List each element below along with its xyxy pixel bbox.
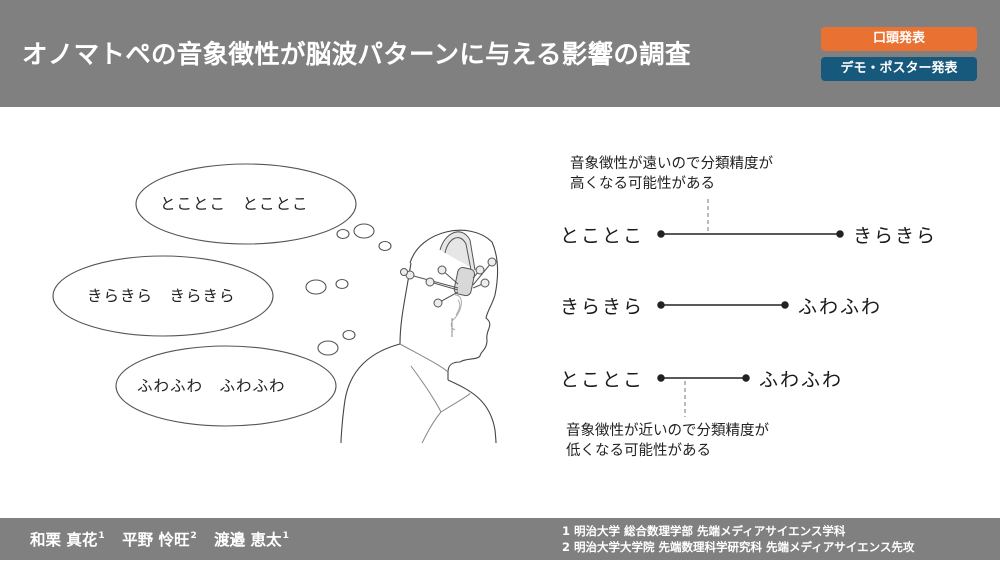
bubble-text-kirakira: きらきら きらきら	[87, 287, 236, 305]
author-affil: 2	[190, 531, 197, 541]
note-near-line1: 音象徴性が近いので分類精度が	[566, 423, 769, 439]
note-far-line1: 音象徴性が遠いので分類精度が	[570, 156, 773, 172]
note-near-symbolism: 音象徴性が近いので分類精度が 低くなる可能性がある	[566, 421, 769, 461]
author-affil: 1	[282, 531, 289, 541]
pair2-right-label: ふわふわ	[798, 296, 883, 318]
affiliation-1: 1 明治大学 総合数理学部 先端メディアサイエンス学科	[562, 524, 846, 538]
page-title: オノマトペの音象徴性が脳波パターンに与える影響の調査	[22, 40, 691, 70]
header-bar: オノマトペの音象徴性が脳波パターンに与える影響の調査 口頭発表 デモ・ポスター発…	[0, 0, 1000, 107]
bubble-text-tokotoko: とことこ とことこ	[160, 195, 309, 213]
person-eeg-illustration	[52, 163, 499, 444]
pair2-left-label: きらきら	[560, 296, 645, 318]
thought-bubble-3	[115, 345, 337, 427]
note-far-symbolism: 音象徴性が遠いので分類精度が 高くなる可能性がある	[570, 154, 773, 194]
distance-diagram	[657, 199, 844, 417]
demo-poster-badge: デモ・ポスター発表	[821, 57, 977, 81]
pair1-left-label: とことこ	[560, 225, 645, 247]
note-far-line2: 高くなる可能性がある	[570, 176, 715, 192]
author-list: 和栗 真花1 平野 怜旺2 渡邉 恵太1	[30, 528, 289, 550]
affiliation-2: 2 明治大学大学院 先端数理科学研究科 先端メディアサイエンス先攻	[562, 540, 915, 554]
footer-bar: 和栗 真花1 平野 怜旺2 渡邉 恵太1 1 明治大学 総合数理学部 先端メディ…	[0, 518, 1000, 560]
thought-bubble-1	[135, 163, 357, 245]
author-affil: 1	[98, 531, 105, 541]
affiliation-list: 1 明治大学 総合数理学部 先端メディアサイエンス学科 2 明治大学大学院 先端…	[562, 523, 914, 555]
pair1-right-label: きらきら	[853, 225, 938, 247]
author-name: 渡邉 恵太	[214, 531, 282, 549]
author-name: 平野 怜旺	[122, 531, 190, 549]
pair3-left-label: とことこ	[560, 369, 645, 391]
bubble-text-fuwafuwa: ふわふわ ふわふわ	[137, 377, 286, 395]
note-near-line2: 低くなる可能性がある	[566, 443, 711, 459]
thought-bubble-2	[52, 255, 274, 337]
pair3-right-label: ふわふわ	[759, 369, 844, 391]
illustration-area: とことこ とことこ きらきら きらきら ふわふわ ふわふわ	[0, 107, 540, 518]
author-name: 和栗 真花	[30, 531, 98, 549]
footer-bottom-margin	[0, 560, 1000, 565]
oral-presentation-badge: 口頭発表	[821, 27, 977, 51]
